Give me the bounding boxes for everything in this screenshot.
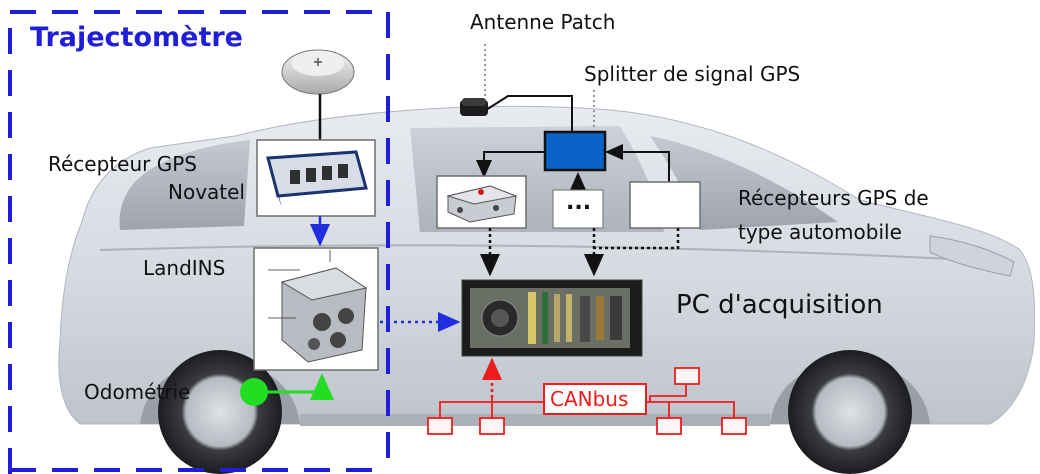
novatel-receiver-image bbox=[256, 139, 376, 217]
gps-dome-antenna bbox=[281, 49, 355, 95]
ellipsis-box bbox=[552, 189, 604, 229]
gps-splitter bbox=[543, 130, 607, 172]
canbus-label: CANbus bbox=[550, 387, 629, 411]
trajectometre-title: Trajectomètre bbox=[30, 22, 243, 53]
odometrie-sensor bbox=[240, 378, 268, 406]
car-window-rear bbox=[119, 140, 251, 230]
type-automobile-label: type automobile bbox=[738, 220, 902, 244]
canbus-label-box bbox=[543, 383, 647, 415]
landins-label: LandINS bbox=[143, 256, 226, 280]
splitter-label: Splitter de signal GPS bbox=[584, 62, 801, 86]
recepteur-gps-label: Récepteur GPS bbox=[48, 152, 197, 176]
landins-image bbox=[253, 247, 379, 371]
pc-acquisition-image bbox=[461, 279, 643, 357]
front-wheel bbox=[788, 350, 912, 474]
antenne-patch-label: Antenne Patch bbox=[470, 10, 616, 34]
trajectometre-frame bbox=[8, 10, 390, 474]
pc-acquisition-label: PC d'acquisition bbox=[676, 290, 883, 320]
recepteurs-automobile-label: Récepteurs GPS de bbox=[738, 186, 929, 210]
odometrie-label: Odométrie bbox=[84, 380, 191, 404]
canbus-network bbox=[427, 357, 747, 435]
novatel-label: Novatel bbox=[168, 180, 245, 204]
automotive-receiver-image bbox=[436, 175, 527, 229]
receiver-white-box bbox=[629, 181, 701, 229]
patch-antenna bbox=[460, 98, 488, 116]
ellipsis-label: ... bbox=[566, 190, 592, 215]
